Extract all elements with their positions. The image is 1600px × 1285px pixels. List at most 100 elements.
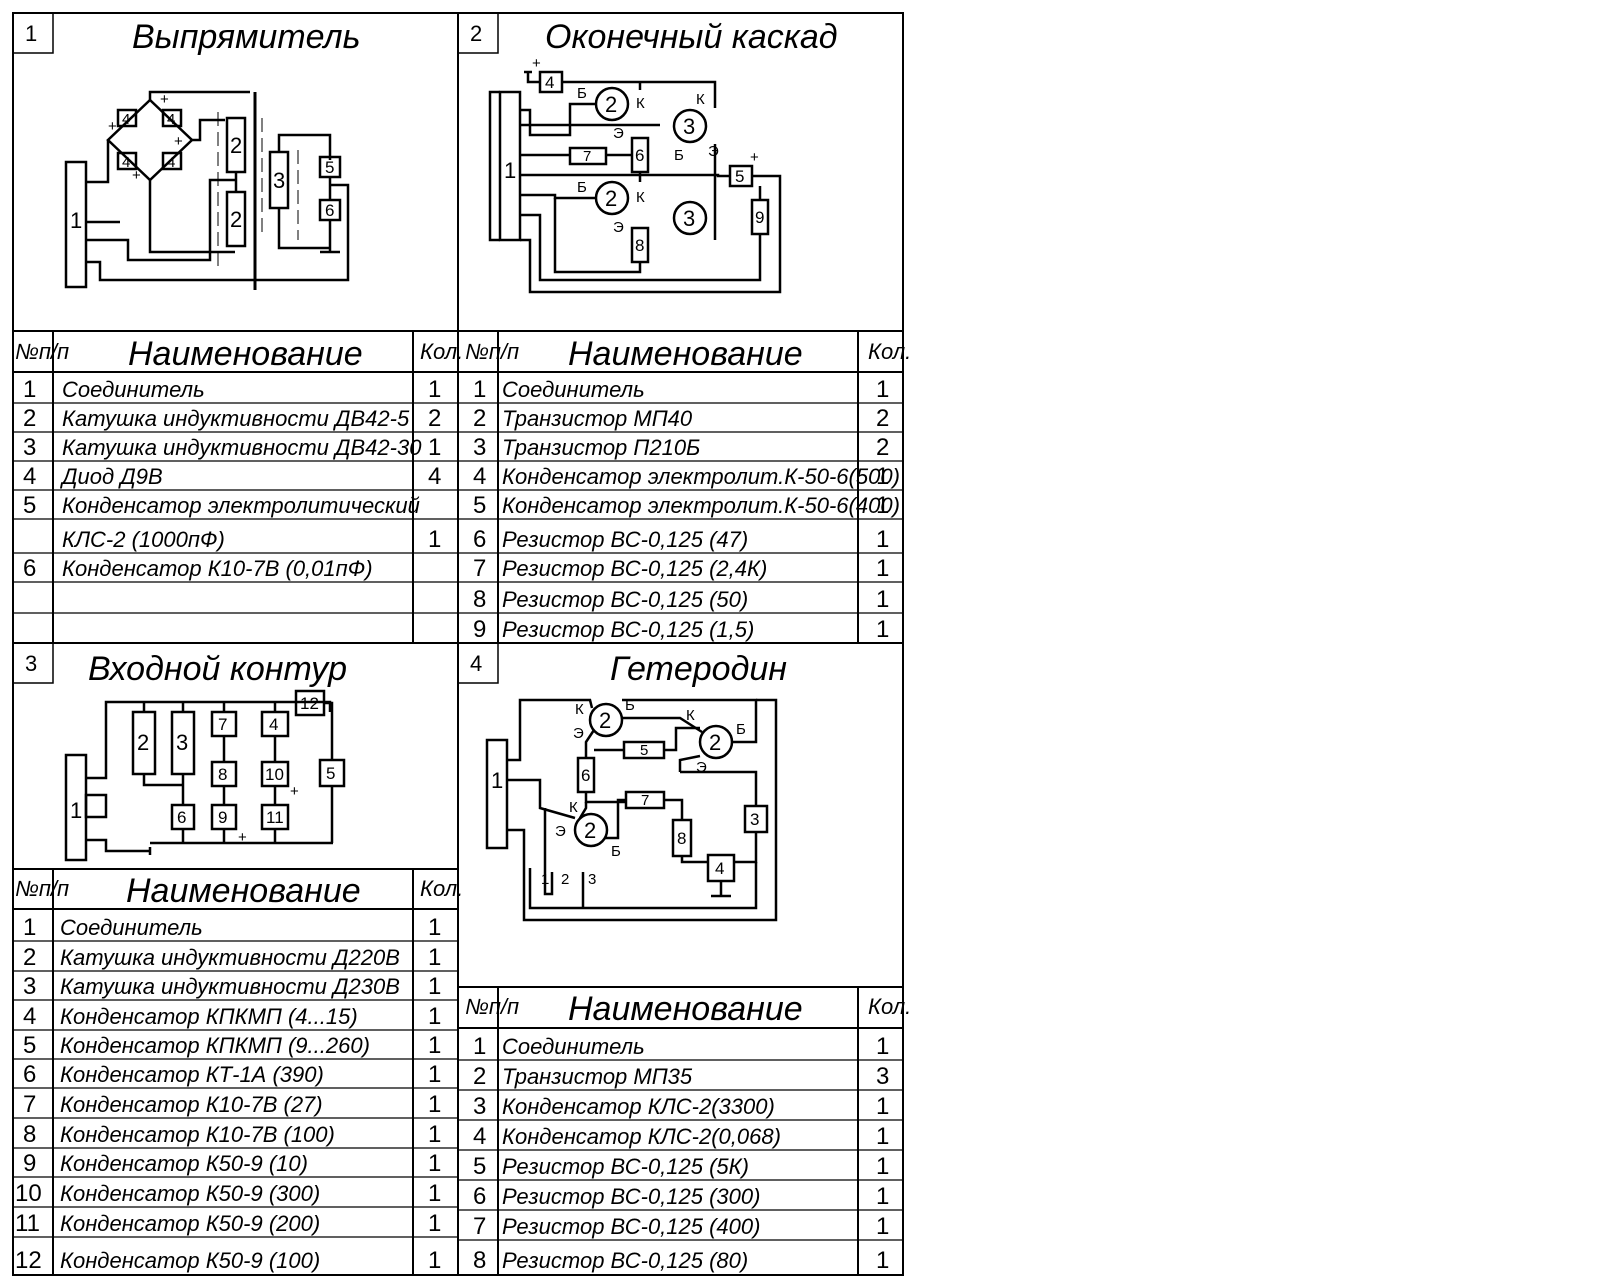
rectifier-parts-table (13, 330, 458, 643)
capacitor-label: 5 (325, 158, 334, 177)
table-row-number: 5 (23, 492, 36, 519)
pin-label: Э (573, 725, 584, 742)
terminal-label: 2 (561, 871, 569, 888)
table-row-qty: 1 (876, 1123, 889, 1150)
table-row-number: 7 (473, 555, 486, 582)
table-row-number: 9 (23, 1150, 36, 1177)
oscillator-parts-table (458, 986, 903, 1275)
transistor-circle (672, 200, 708, 236)
table-row-name: Конденсатор К50-9 (100) (60, 1248, 320, 1273)
capacitor-label: 4 (715, 859, 724, 878)
column-header-number: №п/п (465, 994, 519, 1019)
table-row-name: Резистор ВС-0,125 (2,4К) (502, 556, 767, 581)
transistor-circle (573, 812, 609, 848)
polarity-mark: + (532, 55, 541, 72)
column-header-name: Наименование (568, 335, 803, 373)
coil-label: 2 (230, 133, 242, 158)
oscillator-schematic: 1 2 К Б Э 2 К Б Э 2 К Э Б 5 6 (485, 697, 778, 922)
table-row-qty: 1 (428, 944, 441, 971)
column-header-qty: Кол. (868, 339, 911, 364)
polarity-mark: + (174, 133, 183, 150)
terminal-label: 3 (588, 871, 596, 888)
table-row-name: Соединитель (502, 1034, 645, 1059)
transistor-label: 2 (605, 186, 617, 211)
table-row-qty: 1 (428, 914, 441, 941)
panel-number: 4 (470, 651, 482, 676)
polarity-mark: + (132, 167, 141, 184)
panel-title: Гетеродин (610, 650, 787, 688)
polarity-mark: + (290, 783, 299, 800)
table-row-name: Транзистор МП40 (502, 406, 693, 431)
resistor-label: 5 (640, 742, 648, 759)
table-row-qty: 1 (428, 1247, 441, 1274)
table-row-number: 5 (23, 1032, 36, 1059)
table-row-name: Транзистор МП35 (502, 1064, 693, 1089)
pin-label: Б (577, 85, 587, 102)
panel-number-box (457, 642, 499, 684)
table-row-qty: 3 (876, 1063, 889, 1090)
table-row-qty: 1 (428, 1121, 441, 1148)
table-row-name: Соединитель (502, 377, 645, 402)
panel-output-stage: 2 Оконечный каскад 1 4 + 2 Б К Э 3 К Б Э (457, 12, 903, 643)
panel-rectifier: 1 Выпрямитель 1 4 4 4 4 + + + + (12, 12, 458, 643)
diode-label: 4 (122, 154, 130, 171)
table-row-qty: 1 (876, 1183, 889, 1210)
resistor-label: 6 (581, 766, 590, 785)
table-row-name: Конденсатор электролит.К-50-6(500) (502, 464, 900, 489)
table-row-number: 8 (473, 586, 486, 613)
pin-label: Э (708, 143, 719, 160)
table-row-name: Конденсатор КПКМП (9...260) (60, 1033, 370, 1058)
pin-label: Э (696, 759, 707, 776)
diode-box (116, 108, 138, 128)
table-row-qty: 1 (876, 1033, 889, 1060)
diode-label: 4 (167, 154, 175, 171)
table-row-name: Конденсатор К50-9 (10) (60, 1151, 308, 1176)
diode-box (116, 151, 138, 171)
table-row-number: 12 (15, 1247, 42, 1274)
table-row-name: Резистор ВС-0,125 (50) (502, 587, 748, 612)
coil-label: 3 (176, 730, 188, 755)
transistor-circle (588, 702, 624, 738)
pin-label: Э (555, 823, 566, 840)
table-row-number: 6 (23, 1061, 36, 1088)
table-row-number: 7 (23, 1091, 36, 1118)
capacitor-label: 5 (735, 167, 744, 186)
pin-label: К (569, 799, 578, 816)
table-row-qty: 1 (876, 555, 889, 582)
capacitor-label: 5 (326, 764, 335, 783)
table-row-number: 10 (15, 1180, 42, 1207)
resistor-label: 7 (583, 148, 591, 165)
pin-label: Б (674, 147, 684, 164)
column-header-number: №п/п (15, 876, 69, 901)
table-row-name: Резистор ВС-0,125 (1,5) (502, 617, 754, 642)
transistor-label: 2 (599, 708, 611, 733)
capacitor-label: 4 (269, 715, 278, 734)
table-row-number: 3 (473, 434, 486, 461)
input-circuit-schematic: 1 2 3 6 7 8 9 (64, 689, 346, 862)
table-row-qty: 1 (876, 463, 889, 490)
table-row-number: 2 (473, 1063, 486, 1090)
rectifier-schematic: 1 4 4 4 4 + + + + 2 (64, 90, 350, 290)
table-row-name: Резистор ВС-0,125 (80) (502, 1248, 748, 1273)
pin-label: Э (613, 125, 624, 142)
pin-label: Б (611, 843, 621, 860)
transistor-label: 3 (683, 114, 695, 139)
table-row-name: Конденсатор КЛС-2(3300) (502, 1094, 775, 1119)
panel-number: 2 (470, 21, 482, 46)
table-row-name: Конденсатор К10-7В (0,01пФ) (62, 556, 373, 581)
table-row-name: Катушка индуктивности Д230В (60, 974, 400, 999)
pin-label: Б (736, 721, 746, 738)
capacitor-label: 7 (218, 715, 227, 734)
panel-title: Входной контур (88, 650, 347, 688)
coil-label: 2 (230, 207, 242, 232)
table-row-number: 4 (23, 1003, 36, 1030)
pin-label: К (686, 707, 695, 724)
table-row-name: Конденсатор К10-7В (100) (60, 1122, 335, 1147)
table-row-qty: 1 (428, 1003, 441, 1030)
table-row-number: 9 (473, 616, 486, 643)
panel-title: Выпрямитель (132, 18, 360, 56)
table-row-name: КЛС-2 (1000пФ) (62, 527, 225, 552)
table-row-qty: 1 (428, 1091, 441, 1118)
pin-label: Б (577, 179, 587, 196)
